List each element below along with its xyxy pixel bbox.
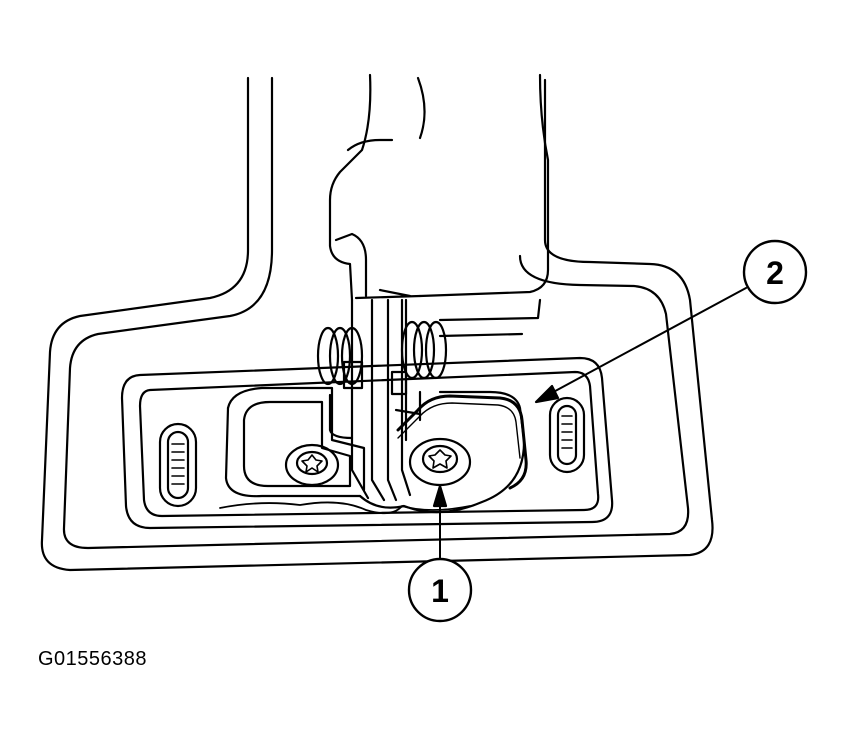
bolt-left-icon [284,443,340,487]
cut-edge [219,501,471,515]
right-spring [400,320,448,380]
callout-1-label: 1 [431,573,449,609]
striker-bracket [328,73,550,338]
outer-panel [40,76,714,572]
release-cable [396,394,528,490]
latch-rods [350,298,412,502]
bolt-right-icon [408,437,472,487]
right-slot [548,396,586,474]
latch-mechanism [328,360,422,440]
callout-1-arrow [432,484,448,563]
latch-base [224,386,526,514]
left-spring [316,326,364,386]
left-slot [158,422,198,508]
figure-code: G01556388 [38,648,148,670]
callout-1: 1 [407,557,473,623]
callout-2-label: 2 [766,255,784,291]
callout-2: 2 [742,239,808,305]
callout-2-arrow [534,287,747,404]
